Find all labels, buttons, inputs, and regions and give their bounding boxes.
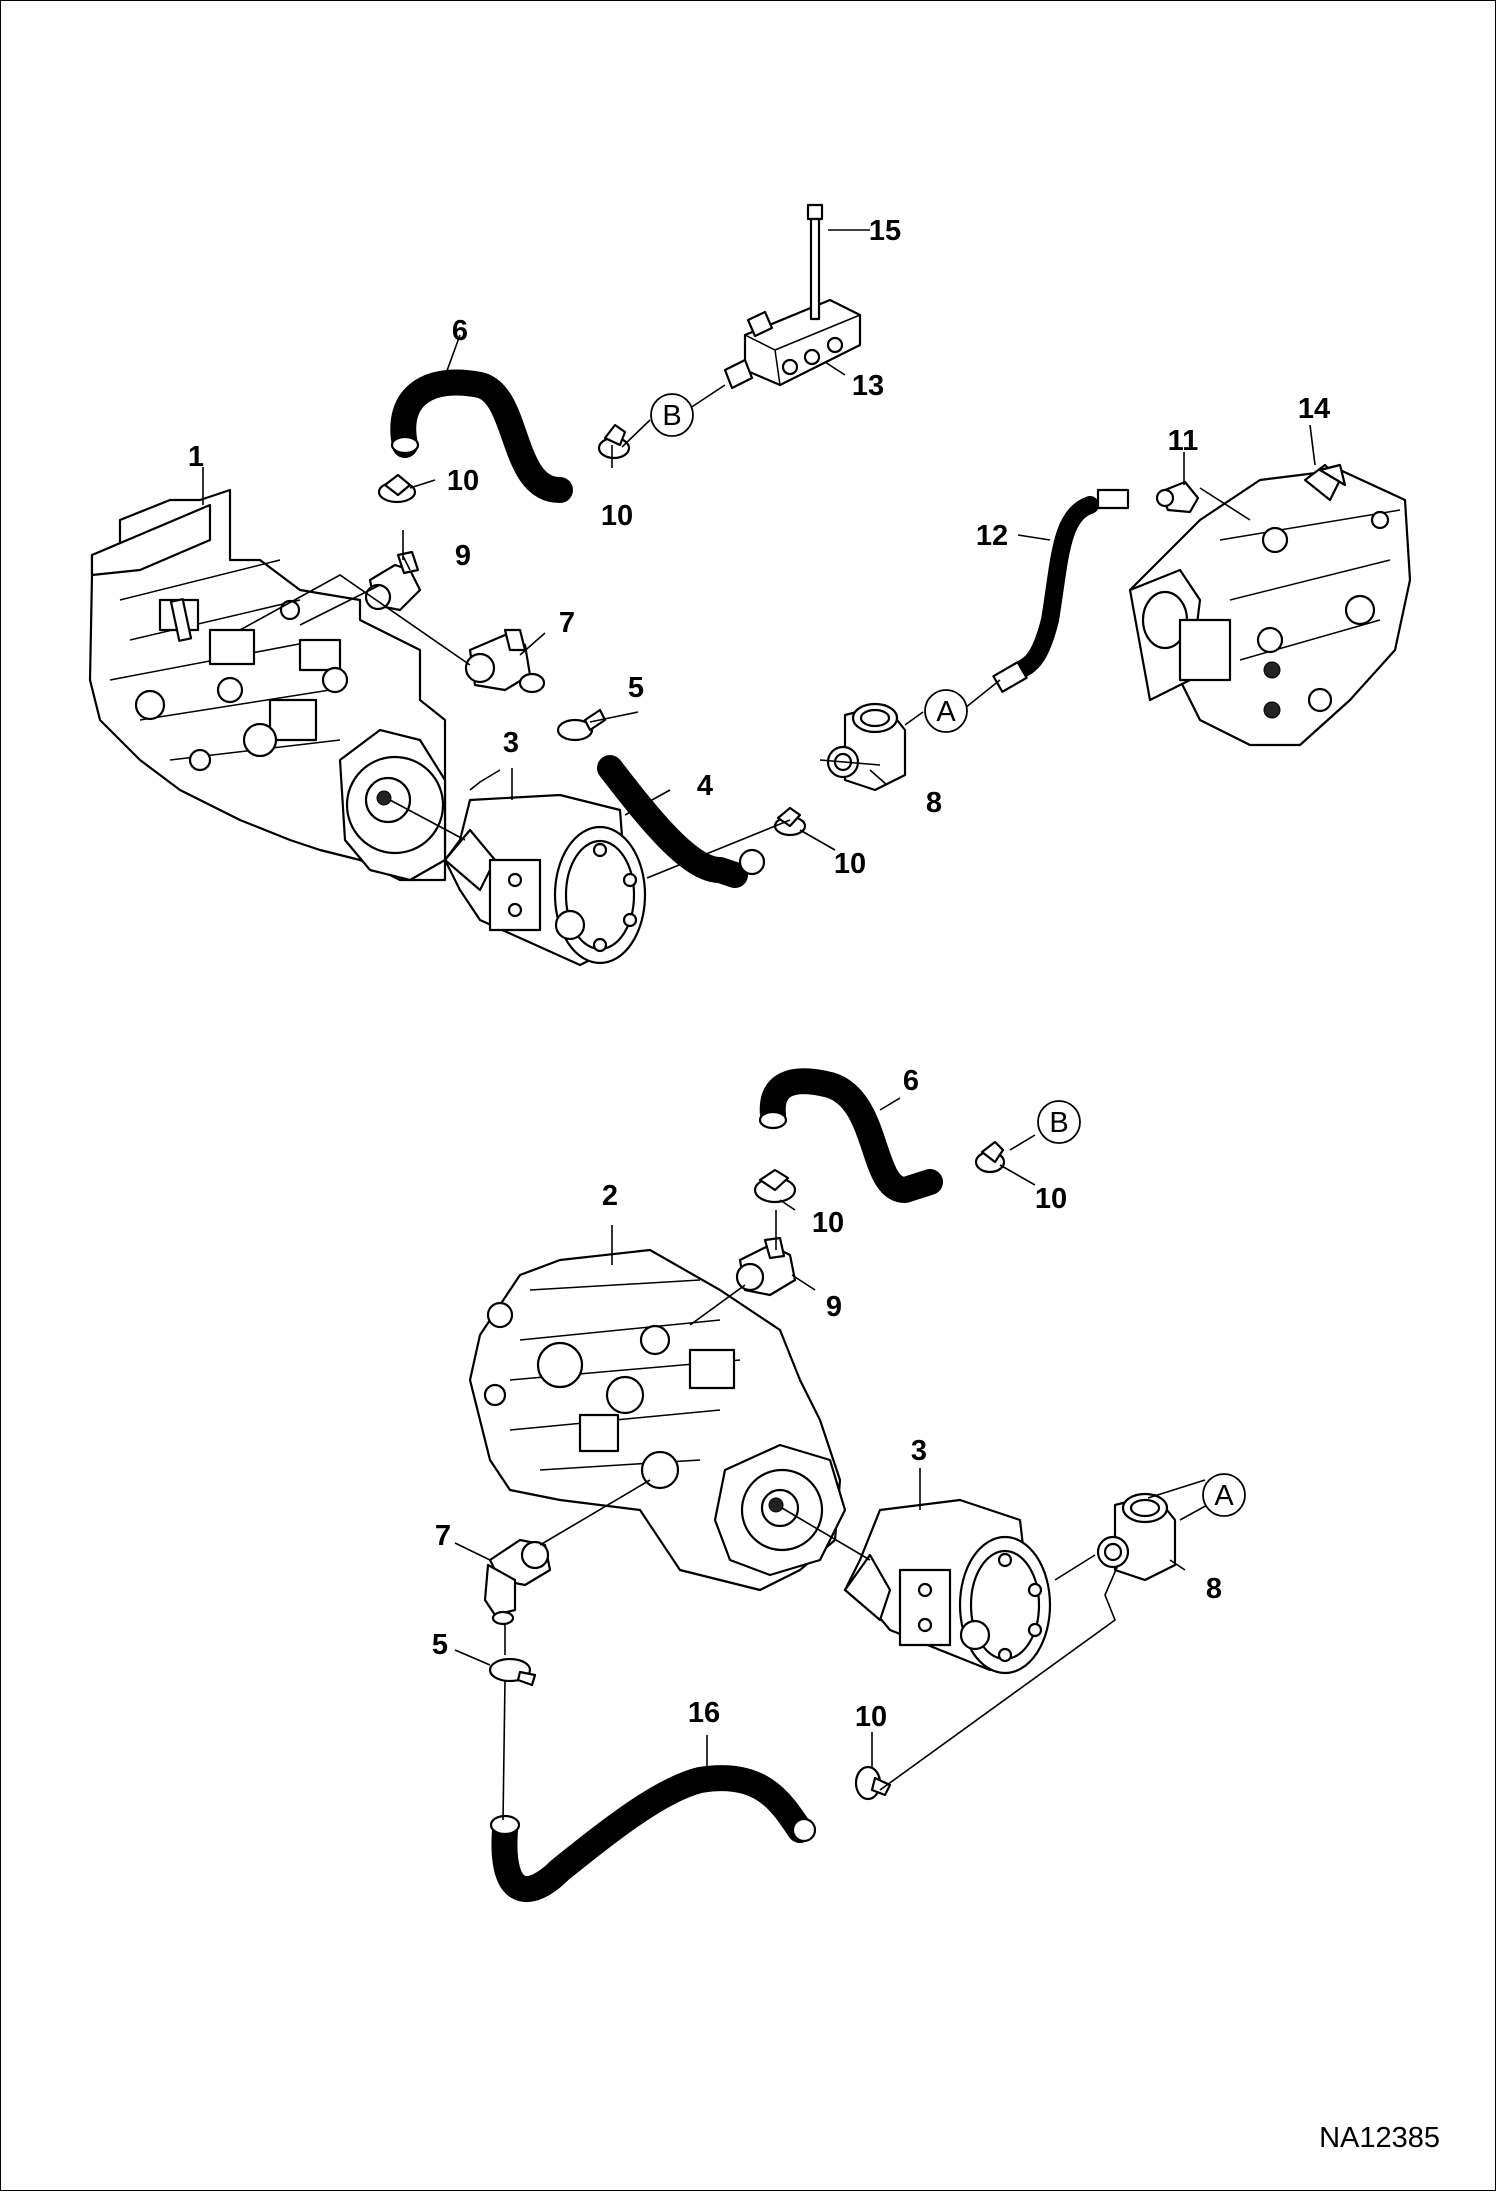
- callout-1: 1: [188, 441, 204, 473]
- fitting-icon: [364, 550, 422, 612]
- hose-clamp-icon: [377, 473, 417, 504]
- callout-7: 7: [559, 607, 575, 639]
- hose-end: [758, 1110, 788, 1130]
- callout-16: 16: [688, 1697, 720, 1729]
- callout-10: 10: [447, 465, 479, 497]
- hose-icon: [597, 755, 748, 888]
- callout-5: 5: [628, 672, 644, 704]
- callout-10: 10: [1035, 1183, 1067, 1215]
- callout-12: 12: [976, 520, 1008, 552]
- hose-clamp-icon: [773, 806, 807, 837]
- fitting-icon: [992, 488, 1130, 693]
- hose-end: [489, 1814, 521, 1836]
- hose-clamp-icon: [597, 423, 631, 460]
- hose-icon: [1011, 496, 1099, 679]
- callout-3: 3: [911, 1435, 927, 1467]
- callout-8: 8: [1206, 1573, 1222, 1605]
- callout-8: 8: [926, 787, 942, 819]
- svg-text:B: B: [1049, 1107, 1068, 1139]
- callout-5: 5: [432, 1629, 448, 1661]
- hose-icon: [390, 369, 573, 503]
- callout-6: 6: [903, 1065, 919, 1097]
- connector-a-top: A: [924, 689, 968, 733]
- connector-b-top: B: [650, 393, 694, 437]
- leader-lines: [202, 229, 1316, 1821]
- fitting-icon: [735, 1236, 797, 1297]
- callout-10: 10: [855, 1701, 887, 1733]
- hydrostatic-pump-icon: [468, 1248, 847, 1592]
- svg-text:A: A: [936, 696, 956, 728]
- gear-pump-icon: [843, 1498, 1052, 1675]
- callout-4: 4: [697, 770, 713, 802]
- hose-clamp-icon: [488, 1657, 537, 1687]
- hose-clamp-icon: [854, 1765, 892, 1801]
- callout-7: 7: [435, 1520, 451, 1552]
- callouts: 1 6 10 10 9 7 5 3 4 8 10 15 13 11 12 14 …: [188, 215, 1330, 1733]
- hose-clamp-icon: [974, 1140, 1006, 1174]
- connector-a-bottom: A: [1202, 1473, 1246, 1517]
- svg-text:A: A: [1214, 1480, 1234, 1512]
- control-valve-icon: [1128, 463, 1412, 747]
- callout-10: 10: [812, 1207, 844, 1239]
- callout-11: 11: [1168, 425, 1199, 457]
- callout-10: 10: [601, 500, 633, 532]
- elbow-fitting-icon: [1096, 1492, 1177, 1582]
- hose-icon: [491, 1765, 813, 1902]
- callout-6: 6: [452, 315, 468, 347]
- hose-end: [390, 435, 420, 455]
- callout-14: 14: [1298, 393, 1330, 425]
- hose-icon: [759, 1068, 943, 1203]
- drawing-id: NA12385: [1319, 2122, 1440, 2154]
- callout-9: 9: [455, 540, 471, 572]
- hose-end: [791, 1817, 817, 1843]
- elbow-fitting-icon: [826, 702, 907, 792]
- hose-end: [738, 848, 766, 876]
- elbow-fitting-icon: [483, 1538, 552, 1626]
- callout-15: 15: [869, 215, 901, 247]
- callout-9: 9: [826, 1291, 842, 1323]
- gear-pump-icon: [443, 793, 647, 967]
- hose-clamp-icon: [556, 708, 607, 742]
- elbow-fitting-icon: [464, 628, 546, 694]
- svg-text:B: B: [662, 400, 681, 432]
- callout-13: 13: [852, 370, 884, 402]
- bolt-icon: [806, 203, 824, 321]
- callout-3: 3: [503, 727, 519, 759]
- fitting-icon: [1155, 480, 1200, 514]
- hose-clamp-icon: [753, 1168, 797, 1204]
- connector-b-bottom: B: [1037, 1100, 1081, 1144]
- callout-2: 2: [602, 1180, 618, 1212]
- callout-10: 10: [834, 848, 866, 880]
- hydrostatic-pump-icon: [88, 488, 447, 882]
- manifold-block-icon: [723, 298, 862, 390]
